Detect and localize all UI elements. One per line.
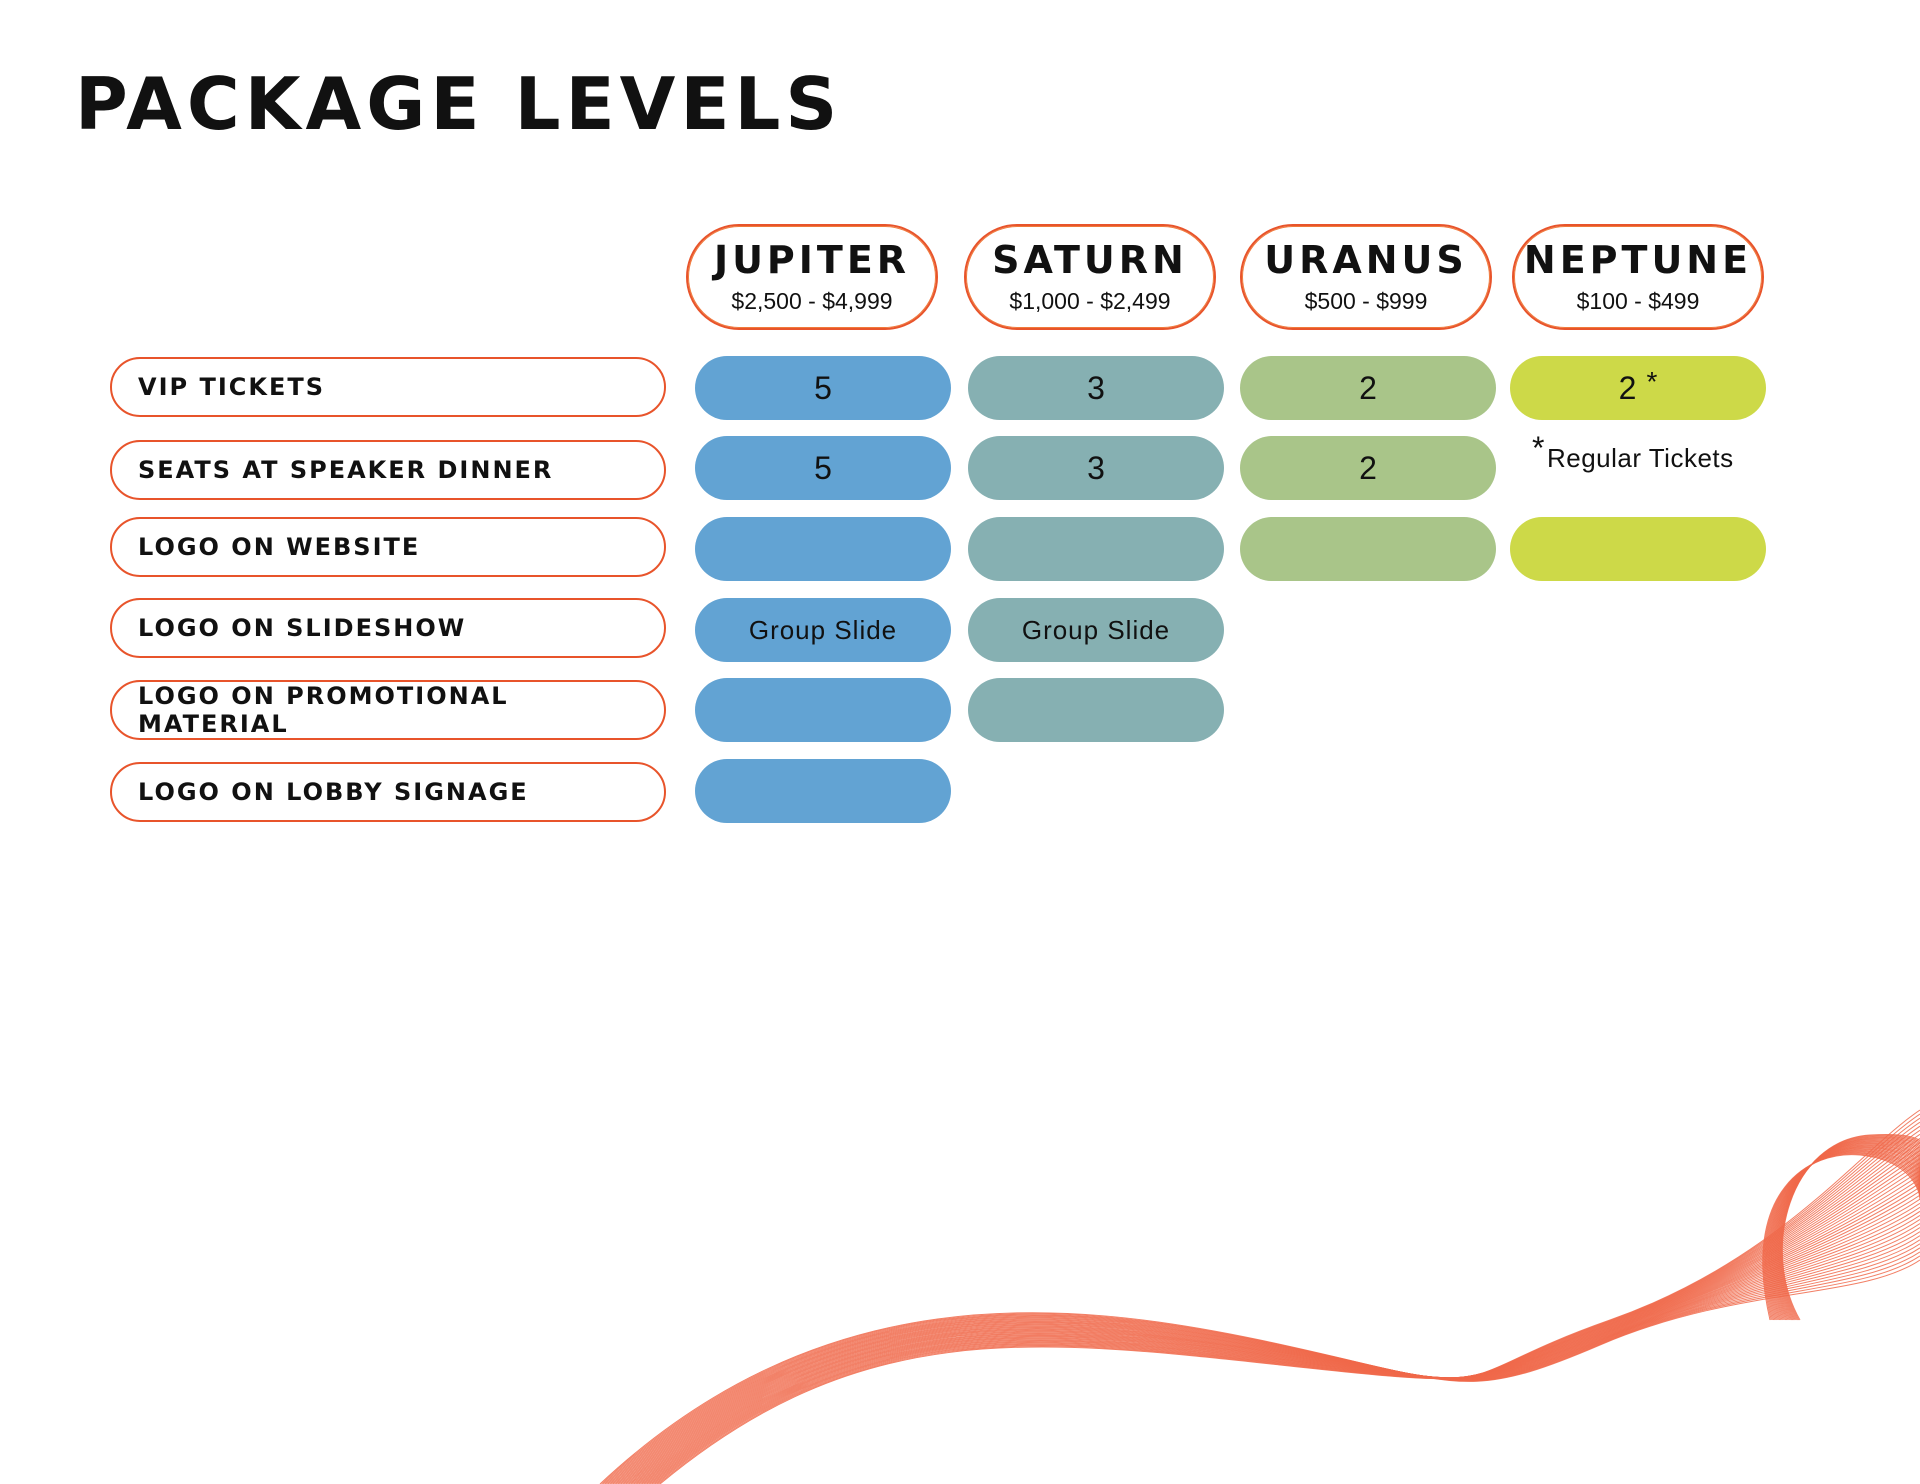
cell-dinner-jupiter: 5 [695,436,951,500]
wave-line [641,1154,1920,1484]
wave-line [625,1194,1920,1484]
wave-line [645,1146,1920,1484]
cell-vip-neptune: 2* [1510,356,1766,420]
asterisk-marker: * [1532,430,1545,466]
cell-website-saturn [968,517,1224,581]
footnote-regular-tickets: *Regular Tickets [1532,430,1734,475]
tier-price: $500 - $999 [1304,287,1428,314]
wave-line [638,1162,1920,1484]
wave-line [630,1182,1920,1484]
asterisk-marker: * [1646,366,1658,397]
cell-slideshow-jupiter: Group Slide [695,598,951,662]
cell-value: 2 [1618,369,1637,406]
tier-header-neptune: NEPTUNE $100 - $499 [1512,224,1764,330]
cell-website-jupiter [695,517,951,581]
wave-line [648,1137,1920,1484]
cell-website-neptune [1510,517,1766,581]
wave-line [649,1133,1920,1484]
tier-price: $2,500 - $4,999 [731,287,893,314]
cell-promotional-jupiter [695,678,951,742]
wave-line [643,1150,1920,1484]
feature-label-logo-slideshow: LOGO ON SLIDESHOW [110,598,666,658]
tier-price: $100 - $499 [1576,287,1700,314]
feature-label-logo-lobby: LOGO ON LOBBY SIGNAGE [110,762,666,822]
wave-line [635,1170,1920,1484]
cell-lobby-jupiter [695,759,951,823]
wave-line [632,1178,1920,1484]
feature-label-speaker-dinner: SEATS AT SPEAKER DINNER [110,440,666,500]
wave-line [636,1166,1920,1484]
wave-line [633,1174,1920,1484]
cell-vip-jupiter: 5 [695,356,951,420]
wave-loop-line [1762,1154,1920,1321]
cell-dinner-uranus: 2 [1240,436,1496,500]
wave-line [623,1198,1920,1484]
tier-header-saturn: SATURN $1,000 - $2,499 [964,224,1216,330]
cell-slideshow-saturn: Group Slide [968,598,1224,662]
tier-header-uranus: URANUS $500 - $999 [1240,224,1492,330]
feature-label-vip-tickets: VIP TICKETS [110,357,666,417]
tier-name: JUPITER [713,238,911,282]
wave-line [653,1125,1920,1484]
tier-name: URANUS [1264,238,1468,282]
wave-line [646,1142,1920,1484]
feature-label-logo-promotional: LOGO ON PROMOTIONAL MATERIAL [110,680,666,740]
feature-label-logo-website: LOGO ON WEBSITE [110,517,666,577]
tier-name: SATURN [992,238,1188,282]
tier-name: NEPTUNE [1523,238,1753,282]
cell-promotional-saturn [968,678,1224,742]
cell-vip-saturn: 3 [968,356,1224,420]
wave-line [628,1186,1920,1484]
wave-line [640,1158,1920,1484]
page-title: PACKAGE LEVELS [75,62,843,146]
cell-dinner-saturn: 3 [968,436,1224,500]
tier-header-jupiter: JUPITER $2,500 - $4,999 [686,224,938,330]
wave-line [627,1190,1920,1484]
wave-line [651,1129,1920,1484]
footnote-text: Regular Tickets [1546,443,1734,473]
tier-price: $1,000 - $2,499 [1009,287,1171,314]
cell-website-uranus [1240,517,1496,581]
cell-vip-uranus: 2 [1240,356,1496,420]
